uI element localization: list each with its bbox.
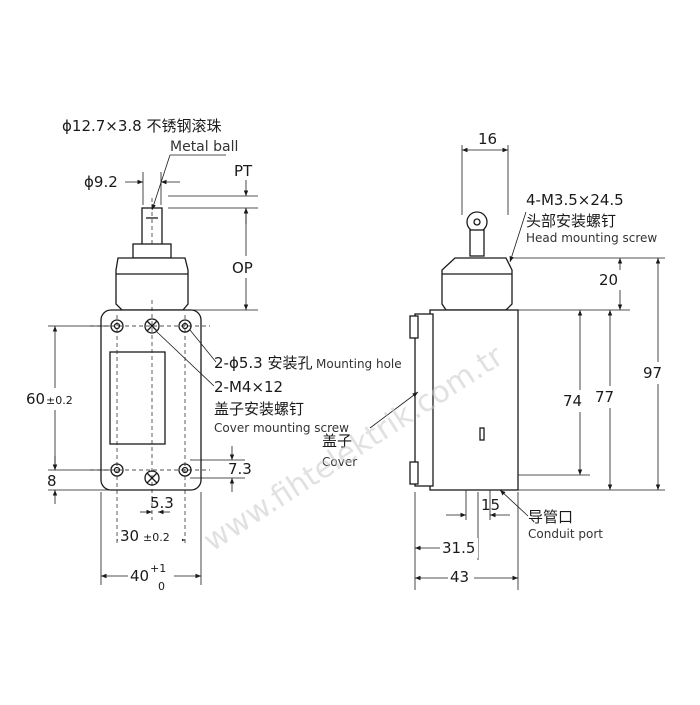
tol-40-upper-label: +1 [150, 562, 166, 575]
dim-60-label: 60 [26, 390, 45, 408]
dim-97-label: 97 [643, 364, 662, 382]
cover-screw-en-label: Cover mounting screw [214, 421, 349, 435]
tol-40-lower-label: 0 [158, 580, 165, 593]
cover-side [414, 313, 434, 487]
dim-15-label: 15 [481, 496, 500, 514]
head-screw-cn-label: 头部安装螺钉 [526, 212, 616, 230]
dim-20-label: 20 [599, 271, 618, 289]
head-screw-en-label: Head mounting screw [526, 231, 657, 245]
dim-40-label: 40 [130, 567, 149, 585]
dim-30-label: 30 [120, 527, 139, 545]
cover-screw-label: 2-M4×12 [214, 378, 283, 396]
dim-16-label: 16 [478, 130, 497, 148]
dim-77-label: 77 [595, 388, 614, 406]
conduit-cn-label: 导管口 [528, 508, 573, 526]
cover-screw-cn-label: 盖子安装螺钉 [214, 400, 304, 418]
dim-43-label: 43 [450, 568, 469, 586]
front-view: ϕ12.7×3.8 不锈钢滚珠 Metal ball ϕ9.2 PT OP 60… [24, 117, 402, 593]
side-view: 16 4-M3.5×24.5 头部安装螺钉 Head mounting scre… [322, 130, 676, 590]
head-side [441, 257, 513, 311]
tol-30-label: ±0.2 [143, 531, 170, 544]
dim-8-label: 8 [47, 472, 57, 490]
metal-ball-en-label: Metal ball [170, 139, 238, 155]
window [109, 351, 166, 445]
tol-60-label: ±0.2 [46, 394, 73, 407]
dim-5-3-label: 5.3 [150, 494, 174, 512]
conduit-en-label: Conduit port [528, 527, 603, 541]
pt-label: PT [234, 162, 253, 180]
cover-en-label: Cover [322, 455, 357, 469]
head-screw-label: 4-M3.5×24.5 [526, 191, 624, 209]
dim-31-5-label: 31.5 [442, 539, 475, 557]
roller-side [466, 211, 488, 233]
dim-74-label: 74 [563, 392, 582, 410]
op-label: OP [232, 259, 253, 277]
body-front [100, 309, 202, 491]
roller-dia-label: ϕ9.2 [84, 173, 118, 191]
cover-screw-icon [144, 318, 160, 334]
mounting-hole-label: 2-ϕ5.3 安装孔 [214, 354, 312, 372]
body-side [429, 309, 519, 491]
dim-7-3-label: 7.3 [228, 460, 252, 478]
cover-cn-label: 盖子 [322, 432, 352, 450]
metal-ball-dim-label: ϕ12.7×3.8 不锈钢滚珠 [62, 117, 222, 135]
mounting-hole-en-label: Mounting hole [316, 357, 402, 371]
plunger-front [132, 243, 172, 259]
